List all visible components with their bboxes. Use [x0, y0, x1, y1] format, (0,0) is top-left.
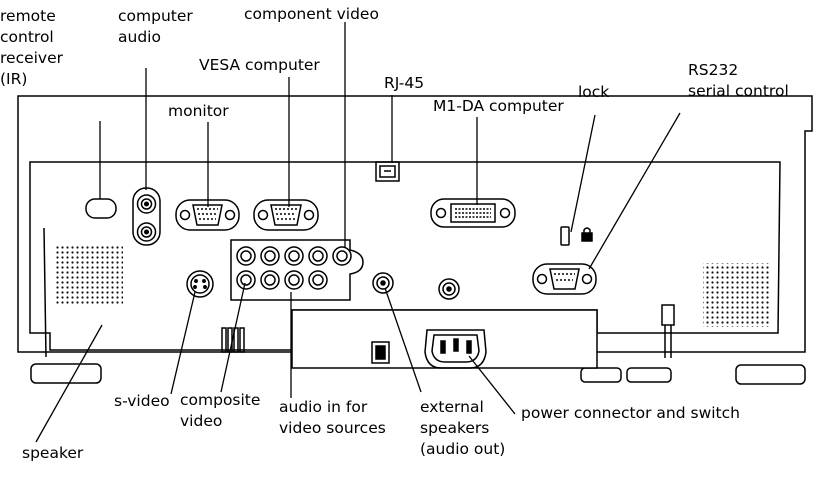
label-component-video: component video — [244, 5, 379, 23]
label-lock: lock — [578, 83, 610, 101]
speaker-grille-left — [56, 245, 123, 305]
round-jack — [438, 278, 460, 300]
center-foot-left — [580, 367, 622, 383]
rca-jack-row-bottom — [236, 270, 328, 290]
label-rj45: RJ-45 — [384, 74, 425, 92]
vesa-computer-port — [253, 199, 319, 231]
rs232-port — [532, 263, 597, 295]
s-video-port — [186, 270, 214, 298]
label-external-speakers: external speakers (audio out) — [420, 398, 506, 458]
speaker-grille-right — [703, 263, 771, 327]
video-input-block — [230, 239, 364, 301]
projector-housing — [17, 95, 813, 353]
label-audio-in: audio in for video sources — [279, 398, 386, 437]
center-foot-right — [626, 367, 672, 383]
left-foot — [30, 363, 102, 384]
label-computer-audio: computer audio — [118, 7, 193, 46]
power-switch — [371, 341, 390, 364]
cable-clip — [661, 304, 675, 358]
rj45-port — [375, 161, 400, 182]
m1da-port — [430, 198, 516, 228]
power-module — [291, 309, 598, 369]
lock-icon — [581, 227, 593, 242]
external-speaker-jack — [372, 272, 394, 294]
label-composite-video: composite video — [180, 391, 261, 430]
label-m1da-computer: M1-DA computer — [433, 97, 564, 115]
label-speaker: speaker — [22, 444, 84, 462]
ir-receiver — [85, 198, 117, 219]
label-s-video: s-video — [114, 392, 170, 410]
power-connector — [424, 329, 487, 369]
label-monitor: monitor — [168, 102, 229, 120]
label-power-connector: power connector and switch — [521, 404, 740, 422]
right-foot — [735, 364, 806, 385]
security-lock-slot — [560, 226, 570, 246]
monitor-port — [175, 199, 240, 231]
rca-jack-row-top — [236, 246, 352, 266]
label-remote-control-receiver: remote control receiver (IR) — [0, 7, 64, 88]
label-rs232: RS232 serial control — [688, 61, 789, 100]
label-vesa-computer: VESA computer — [199, 56, 320, 74]
